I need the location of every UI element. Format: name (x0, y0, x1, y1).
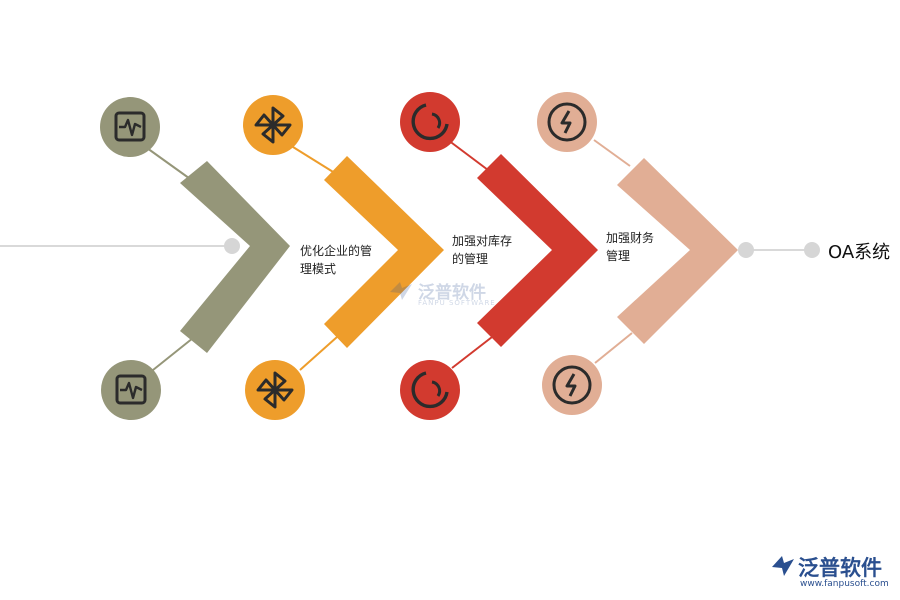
pinwheel-icon (245, 360, 305, 420)
step-2-label-line-1: 加强对库存 (452, 234, 513, 248)
connector-4-bottom (594, 332, 633, 364)
step-3-label: 加强财务 管理 (606, 229, 654, 265)
step-1-label: 优化企业的管 理模式 (300, 242, 372, 278)
connector-1-top (146, 147, 194, 182)
connector-3-bottom (451, 336, 493, 369)
pulse-monitor-icon (100, 97, 160, 157)
connector-3-top (447, 139, 489, 171)
watermark-sub: FANPU SOFTWARE (418, 299, 496, 307)
chevron-step-2 (324, 156, 444, 348)
spine-dot-left (224, 238, 240, 254)
connector-4-top (593, 139, 631, 167)
connector-2-top (292, 146, 339, 176)
connector-2-bottom (299, 336, 338, 371)
chevron-step-4 (617, 158, 738, 344)
step-2-label: 加强对库存 的管理 (452, 232, 512, 268)
watermark-name: 泛普软件 (418, 283, 486, 303)
step-1-label-line-1: 优化企业的管 (300, 244, 373, 258)
cycle-arrow-icon (400, 360, 460, 420)
brand-url[interactable]: www.fanpusoft.com (800, 579, 889, 589)
step-1-label-line-2: 理模式 (300, 262, 337, 276)
connector-1-bottom (152, 337, 194, 371)
fanpu-logo-icon (772, 556, 794, 576)
step-3-label-line-1: 加强财务 (606, 231, 655, 245)
fanpu-logo-icon (390, 282, 412, 300)
brand-name: 泛普软件 (798, 556, 882, 580)
step-3-label-line-2: 管理 (606, 249, 631, 263)
lightning-bolt-icon (542, 355, 602, 415)
spine-dot-end (804, 242, 820, 258)
pinwheel-icon (243, 95, 303, 155)
chevron-step-1 (180, 161, 290, 353)
goal-label: OA系统 (828, 242, 891, 263)
connectors (146, 139, 633, 371)
lightning-bolt-icon (537, 92, 597, 152)
spine-dot-mid (738, 242, 754, 258)
pulse-monitor-icon (101, 360, 161, 420)
step-2-label-line-2: 的管理 (452, 252, 489, 266)
chevron-step-3 (477, 154, 598, 347)
cycle-arrow-icon (400, 92, 460, 152)
